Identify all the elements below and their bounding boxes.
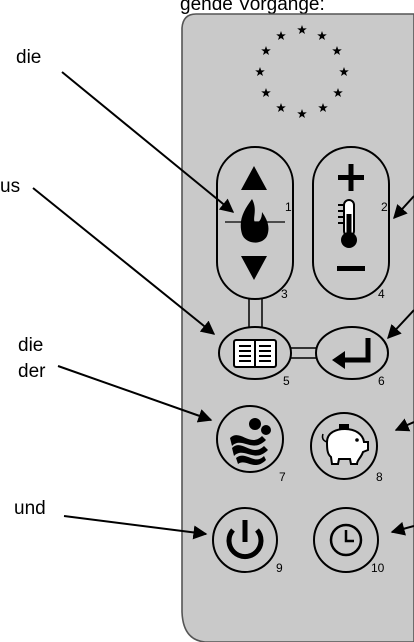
number-5: 5 — [283, 374, 290, 388]
number-10: 10 — [371, 561, 385, 575]
comfort-button[interactable] — [216, 405, 284, 473]
label-der: der — [18, 361, 46, 382]
temp-minus-button[interactable] — [337, 266, 365, 271]
flame-icon — [240, 199, 269, 243]
return-icon — [332, 338, 371, 369]
label-die-top: die — [16, 47, 42, 68]
triangle-down-icon — [241, 256, 267, 280]
number-9: 9 — [276, 561, 283, 575]
number-6: 6 — [378, 374, 385, 388]
flame-up-button[interactable] — [241, 166, 267, 190]
thermometer-icon — [338, 199, 357, 248]
number-3: 3 — [281, 287, 288, 301]
triangle-up-icon — [241, 166, 267, 190]
heat-waves-icon — [230, 418, 271, 466]
power-icon — [226, 520, 264, 560]
number-2: 2 — [381, 200, 388, 214]
enter-button[interactable] — [315, 326, 389, 380]
number-4: 4 — [378, 287, 385, 301]
number-1: 1 — [285, 200, 292, 214]
timer-button[interactable] — [313, 507, 379, 573]
book-icon — [233, 339, 277, 368]
header-text: gende Vorgänge: — [180, 0, 325, 15]
power-button[interactable] — [212, 507, 278, 573]
piggy-bank-icon — [321, 424, 369, 465]
label-us: us — [0, 176, 21, 197]
flame-down-button[interactable] — [241, 256, 267, 280]
label-und: und — [14, 498, 46, 519]
number-8: 8 — [376, 470, 383, 484]
callout-arrows — [32, 71, 414, 540]
label-die-mid: die — [18, 335, 44, 356]
number-7: 7 — [279, 470, 286, 484]
eco-button[interactable] — [310, 412, 378, 480]
manual-button[interactable] — [218, 326, 292, 380]
clock-icon — [329, 523, 363, 557]
minus-icon — [337, 266, 365, 271]
temp-plus-button[interactable] — [338, 164, 364, 191]
